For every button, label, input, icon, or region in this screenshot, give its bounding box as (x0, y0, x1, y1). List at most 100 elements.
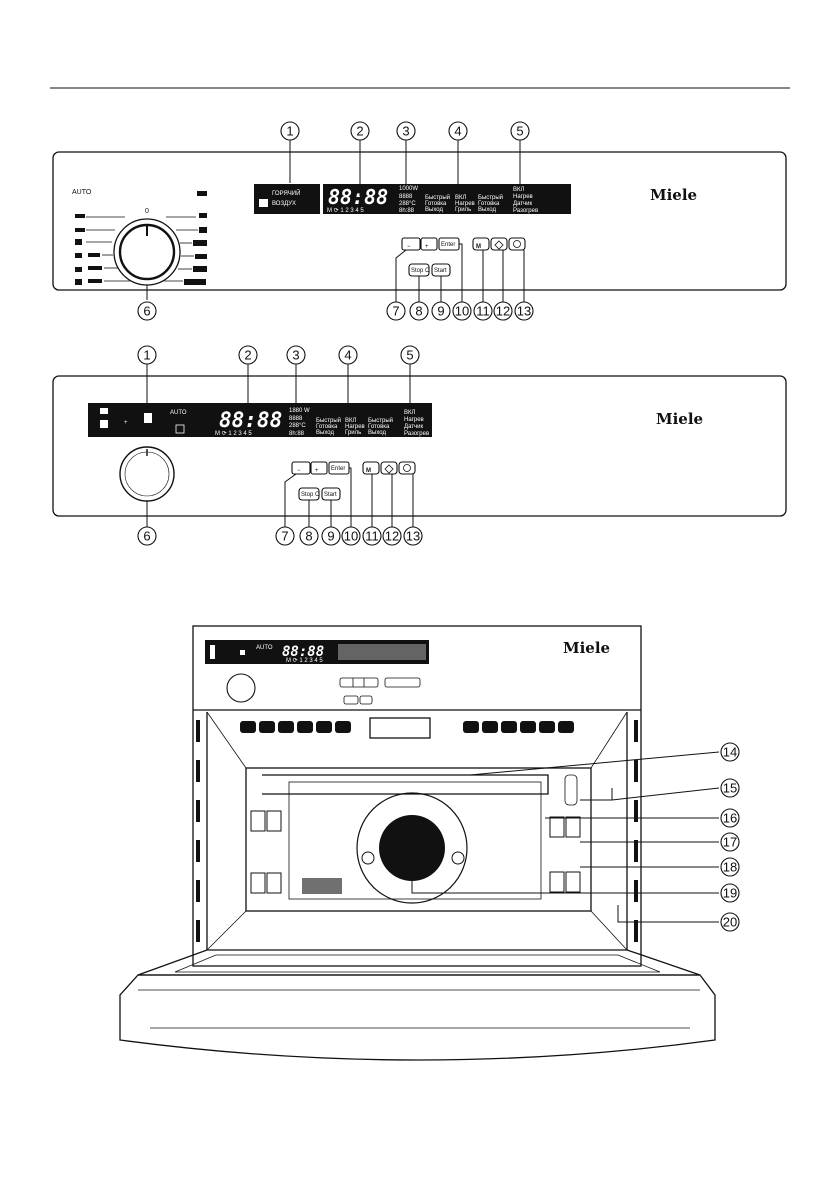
selector-dial-a[interactable] (113, 218, 181, 286)
popcorn-icon-b (384, 464, 394, 474)
stop-label-a: Stop C (411, 268, 430, 274)
panel-a-callout-label-2: 2 (356, 124, 363, 139)
display-b-col-d-0: ВКЛ (404, 410, 415, 416)
plus-button-b[interactable] (310, 461, 328, 475)
panel-a-callout-label-11: 11 (476, 304, 490, 319)
display-b-col-b: ВКЛ Нагрев Гриль (345, 418, 365, 436)
minus-button-a[interactable] (401, 237, 421, 251)
display-b-col-c-0: Быстрый (368, 417, 393, 424)
display-a-col-a-2: Выход (425, 207, 443, 213)
display-a-power: 1000W (399, 186, 418, 192)
display-b-col-a-2: Выход (316, 430, 334, 436)
display-a-col-d-3: Разогрев (513, 208, 538, 214)
enter-label-a: Enter (441, 242, 455, 248)
oven-dial[interactable] (226, 673, 256, 703)
oven-callout-14: 14 (720, 742, 740, 762)
display-b-auto: AUTO (170, 410, 187, 416)
display-b-col-d: ВКЛ Нагрев Датчик Разогрев (404, 410, 429, 437)
display-a-left-line2: ВОЗДУХ (272, 201, 296, 207)
panel-b-callout-label-9: 9 (327, 529, 334, 544)
panel-a-callout-7: 7 (386, 301, 406, 321)
panel-b-callout-11: 11 (362, 526, 382, 546)
panel-a-callout-label-9: 9 (437, 304, 444, 319)
power-button-b[interactable] (398, 461, 416, 475)
oven-mini-buttons (339, 677, 421, 705)
display-a-col-b: ВКЛ Нагрев Гриль (455, 195, 475, 213)
oven-body (192, 625, 642, 967)
display-a-left-line1: ГОРЯЧИЙ (272, 189, 300, 197)
display-b-row2: 8888 (289, 416, 303, 422)
panel-b-callout-8: 8 (299, 526, 319, 546)
panel-b-callout-12: 12 (382, 526, 402, 546)
panel-b-callout-label-2: 2 (244, 348, 251, 363)
minus-button-b[interactable] (291, 461, 311, 475)
display-b-digits: 88:88 (219, 408, 282, 432)
display-b-power: 1880 W (289, 408, 310, 414)
panel-b-callout-13: 13 (403, 526, 423, 546)
display-b-col-c: Быстрый Готовка Выход (368, 417, 393, 436)
panel-b-callout-label-8: 8 (305, 529, 312, 544)
display-b-col-a-0: Быстрый (316, 417, 341, 424)
m-label-a: M (476, 244, 481, 250)
panel-a-callout-label-5: 5 (516, 124, 523, 139)
panel-b-callout-2: 2 (238, 345, 258, 365)
display-b-col-d-1: Нагрев (404, 417, 424, 423)
plus-button-a[interactable] (420, 237, 438, 251)
display-a-row2: 8888 (399, 194, 413, 200)
oven-callout-label-16: 16 (723, 811, 737, 826)
oven-callout-20: 20 (720, 912, 740, 932)
plus-label-b: + (315, 468, 319, 474)
display-a-col-a: Быстрый Готовка Выход (425, 194, 450, 213)
oven-display-auto: AUTO (256, 645, 273, 651)
panel-b-callout-label-7: 7 (281, 529, 288, 544)
panel-b-callout-label-3: 3 (292, 348, 299, 363)
panel-b-callout-5: 5 (400, 345, 420, 365)
display-a-col-c-0: Быстрый (478, 194, 503, 201)
oven-callout-19: 19 (720, 883, 740, 903)
panel-a-callout-12: 12 (493, 301, 513, 321)
top-vents (240, 721, 574, 733)
panel-b-callout-label-10: 10 (344, 529, 358, 544)
display-a-col-c-1: Готовка (478, 201, 500, 207)
panel-b-callout-label-12: 12 (385, 529, 399, 544)
display-a-main (323, 184, 571, 214)
button-group-a: − + Enter Stop C Start M (401, 237, 526, 277)
oven-display-digits: 88:88 (282, 644, 324, 660)
popcorn-button-a[interactable] (490, 237, 508, 251)
oven-callout-label-19: 19 (723, 886, 737, 901)
panel-a-callout-label-7: 7 (392, 304, 399, 319)
panel-a-callout-label-10: 10 (455, 304, 469, 319)
button-group-b: − + Enter Stop C Start M (291, 461, 416, 501)
oven-callout-17: 17 (720, 832, 740, 852)
panel-a-callout-13: 13 (514, 301, 534, 321)
display-b-time: 8h:88 (289, 431, 305, 437)
control-panel-b: + AUTO 88:88 M ⟳ 1 2 3 4 5 1880 W 8888 2… (52, 375, 787, 517)
oven-callout-label-15: 15 (723, 781, 737, 796)
power-button-a[interactable] (508, 237, 526, 251)
panel-b-callout-label-4: 4 (344, 348, 351, 363)
panel-a-callout-5: 5 (510, 121, 530, 141)
panel-b-callout-label-5: 5 (406, 348, 413, 363)
display-a-col-a-0: Быстрый (425, 194, 450, 201)
m-button-b[interactable] (362, 461, 380, 475)
oven-logo: Miele (563, 639, 610, 657)
stop-label-b: Stop C (301, 492, 320, 498)
selector-dial-b[interactable] (119, 446, 175, 502)
oven-callout-15: 15 (720, 778, 740, 798)
panel-a-callout-6: 6 (137, 301, 157, 321)
panel-b-callout-4: 4 (338, 345, 358, 365)
display-b-col-c-2: Выход (368, 430, 386, 436)
panel-a-callout-11: 11 (473, 301, 493, 321)
panel-a-callout-4: 4 (448, 121, 468, 141)
panel-a-callout-9: 9 (431, 301, 451, 321)
back-panel (288, 781, 542, 900)
panel-a-callout-label-1: 1 (286, 124, 293, 139)
popcorn-button-b[interactable] (380, 461, 398, 475)
display-a-col-d-0: ВКЛ (513, 187, 524, 193)
display-a-col-c-2: Выход (478, 207, 496, 213)
m-button-a[interactable] (472, 237, 490, 251)
display-b-col-b-2: Гриль (345, 430, 361, 436)
power-icon-a (513, 240, 521, 248)
